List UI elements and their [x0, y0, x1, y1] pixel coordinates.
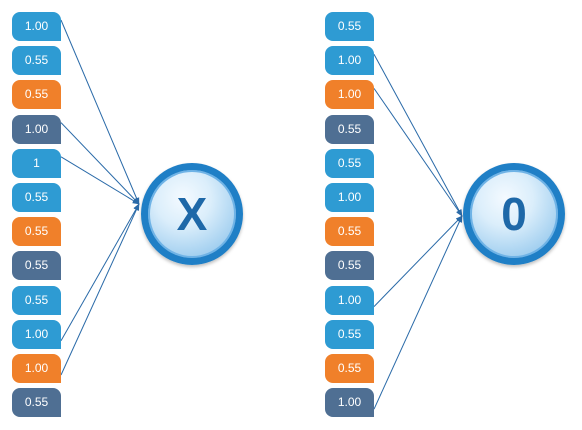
input-cell: 0.55 — [12, 183, 61, 212]
input-cell: 1.00 — [12, 319, 61, 349]
connection-arrow — [373, 53, 463, 217]
input-cell: 0.55 — [325, 319, 374, 349]
connection-arrow — [60, 203, 140, 342]
input-cell: 0.55 — [325, 217, 374, 247]
connection-arrow — [373, 88, 463, 217]
connection-arrow — [60, 19, 140, 205]
input-cell: 1.00 — [325, 388, 374, 418]
input-cell: 0.55 — [12, 388, 61, 418]
input-cell: 1 — [12, 148, 61, 178]
connection-arrow — [60, 156, 140, 205]
input-cell: 0.55 — [12, 285, 61, 315]
input-cell: 1.00 — [325, 46, 374, 76]
input-cell: 0.55 — [12, 251, 61, 281]
input-cell: 0.55 — [12, 46, 61, 76]
input-cell: 0.55 — [325, 354, 374, 383]
input-cell: 0.55 — [325, 148, 374, 178]
connection-arrow — [60, 203, 140, 376]
connection-arrow — [60, 122, 140, 205]
output-node-x: X — [141, 163, 243, 265]
input-cell: 0.55 — [325, 114, 374, 144]
input-cell: 0.55 — [12, 217, 61, 247]
input-cell: 0.55 — [325, 12, 374, 41]
output-node-zero: 0 — [463, 163, 565, 265]
node-symbol: 0 — [501, 188, 527, 240]
node-symbol: X — [176, 188, 208, 240]
input-cell: 1.00 — [325, 183, 374, 212]
input-cell: 1.00 — [12, 354, 61, 383]
input-cell: 0.55 — [325, 251, 374, 281]
connection-arrow — [373, 215, 463, 307]
connection-arrow — [373, 215, 463, 410]
input-cell: 1.00 — [12, 12, 61, 41]
input-cell: 1.00 — [12, 114, 61, 144]
input-cell: 0.55 — [12, 80, 61, 110]
input-cell: 1.00 — [325, 285, 374, 315]
input-cell: 1.00 — [325, 80, 374, 110]
